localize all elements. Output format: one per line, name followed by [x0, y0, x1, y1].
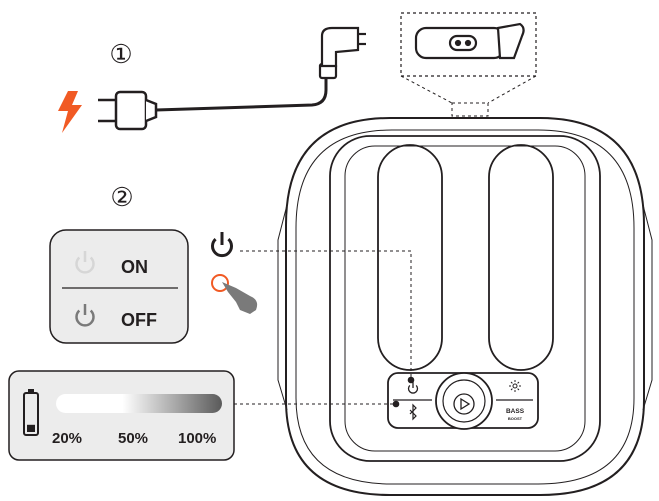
power-leader [240, 250, 412, 380]
power-on-icon [75, 251, 95, 274]
speaker-power-button-icon[interactable] [407, 382, 419, 394]
speaker-handle-right [488, 144, 554, 371]
power-plug-icon [98, 90, 158, 131]
battery-50-label: 50% [118, 430, 148, 447]
power-off-label: OFF [121, 310, 157, 330]
power-on-label: ON [121, 257, 148, 277]
battery-20-label: 20% [52, 430, 82, 447]
power-button-icon [211, 232, 233, 258]
pointing-hand-icon [222, 282, 258, 314]
battery-leader-dot [392, 400, 400, 408]
port-detail-inset [400, 12, 537, 77]
speaker-handle-left [377, 144, 443, 371]
power-off-icon [75, 304, 95, 327]
bluetooth-button-icon[interactable] [409, 403, 417, 421]
port-leader-left [400, 75, 453, 104]
power-cable [155, 76, 328, 112]
battery-100-label: 100% [178, 430, 216, 447]
lightning-icon [58, 91, 82, 133]
speaker-body [277, 117, 653, 496]
play-button[interactable] [435, 372, 493, 430]
port-location-marker [451, 102, 489, 117]
step-2-marker: ② [110, 182, 133, 212]
power-state-panel [49, 229, 189, 344]
power-connector-icon [318, 26, 366, 80]
press-indicator-icon [211, 274, 229, 292]
bass-label[interactable]: BASS [506, 408, 525, 415]
boost-label: BOOST [508, 416, 523, 421]
battery-icon [23, 389, 39, 436]
port-leader-right [487, 75, 537, 104]
power-leader-dot [407, 376, 415, 384]
play-icon [453, 393, 475, 415]
power-port-icon [414, 22, 525, 60]
battery-level-bar [56, 394, 222, 413]
step-1-marker: ① [109, 39, 132, 69]
light-button-icon[interactable] [509, 380, 521, 392]
battery-panel [8, 370, 235, 461]
